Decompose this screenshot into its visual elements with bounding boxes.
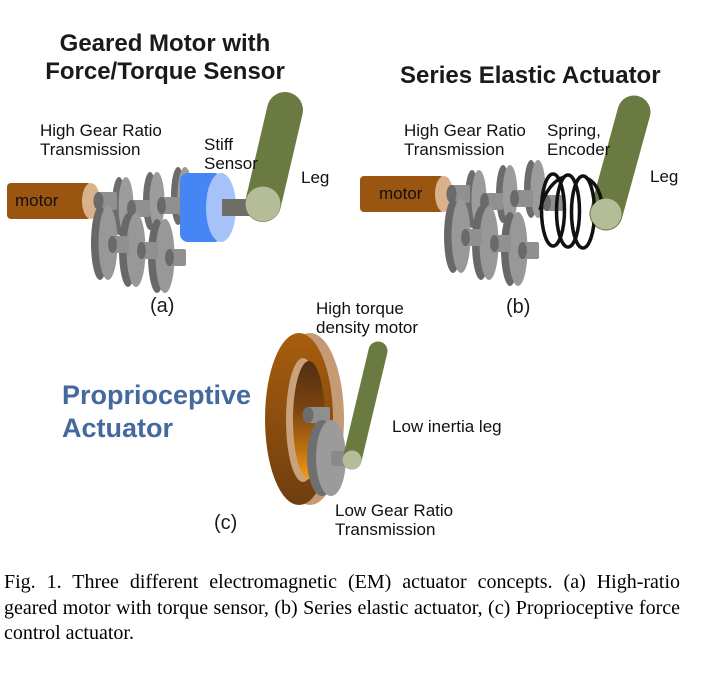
panel-tag-b: (b) [506,296,531,318]
figure-caption: Fig. 1. Three different electromagnetic … [4,571,680,644]
label-motor-a: motor [15,191,59,210]
label-leg-b: Leg [650,167,679,186]
actuator-b-series-elastic [360,95,651,286]
leg-b-shaft [589,95,651,231]
panel-a-title: Geared Motor with Force/Torque Sensor [45,30,285,85]
leg-c [342,341,388,470]
diagram-canvas [7,92,651,505]
leg-b-joint-cap [590,198,622,230]
actuator-c-proprioceptive [265,333,388,505]
motor-cylinder-b [360,176,453,212]
motor-cylinder-a [7,183,100,219]
label-low-gear-ratio-c: Low Gear Ratio Transmission [335,501,454,539]
label-high-torque-motor-c: High torque density motor [316,299,419,337]
panel-tag-a: (a) [150,295,175,317]
actuator-diagram: Geared Motor with Force/Torque Sensor Hi… [7,30,679,539]
label-spring-encoder-b: Spring, Encoder [547,121,611,159]
leg-a [245,92,303,222]
actuator-a-geared-motor [7,92,303,293]
panel-b-title: Series Elastic Actuator [400,62,661,89]
label-stiff-sensor-a: Stiff Sensor [204,135,258,173]
panel-c-title: Proprioceptive Actuator [62,380,252,443]
torque-sensor-a [180,173,236,242]
label-leg-a: Leg [301,168,330,187]
label-motor-b: motor [379,184,423,203]
panel-tag-c: (c) [214,512,238,534]
label-transmission-a: High Gear Ratio Transmission [40,121,162,159]
label-transmission-b: High Gear Ratio Transmission [404,121,526,159]
label-low-inertia-leg-c: Low inertia leg [392,417,502,436]
